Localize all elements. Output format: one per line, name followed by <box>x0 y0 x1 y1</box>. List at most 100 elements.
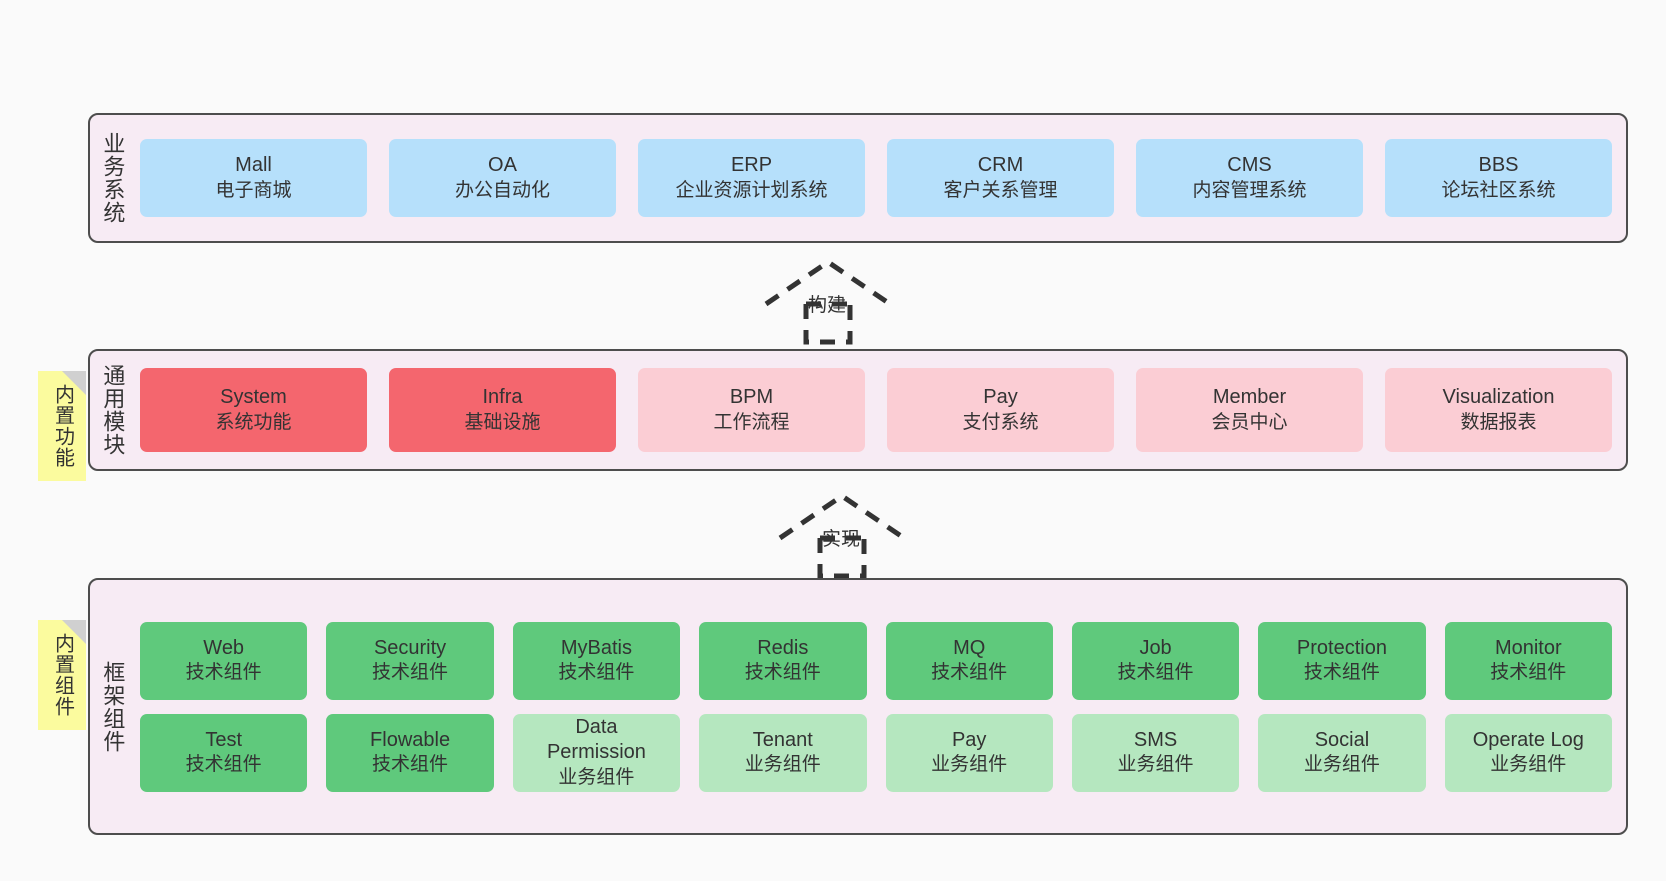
card-security[interactable]: Security 技术组件 <box>326 621 494 700</box>
card-row-framework-business: Test 技术组件 Flowable 技术组件 Data Permission … <box>140 713 1612 792</box>
card-title: Web <box>203 636 245 659</box>
layer-title-common-modules: 通用模块 <box>100 364 126 456</box>
card-subtitle: 技术组件 <box>1117 662 1194 684</box>
card-title: MyBatis <box>560 636 632 659</box>
card-title: Protection <box>1296 636 1387 659</box>
layer-business-system: 业务系统 Mall 电子商城 OA 办公自动化 ERP 企业资源计划系统 CRM <box>88 113 1628 243</box>
card-cms[interactable]: CMS 内容管理系统 <box>1136 139 1363 217</box>
card-title: Pay <box>951 728 987 751</box>
card-title: SMS <box>1133 728 1178 751</box>
card-pay-module[interactable]: Pay 支付系统 <box>887 368 1114 452</box>
card-bpm[interactable]: BPM 工作流程 <box>638 368 865 452</box>
card-title: MQ <box>953 636 986 659</box>
card-title: Tenant <box>752 728 813 751</box>
card-subtitle: 业务组件 <box>744 754 821 776</box>
card-subtitle: 业务组件 <box>558 766 635 788</box>
card-title: Redis <box>757 636 809 659</box>
card-tenant[interactable]: Tenant 业务组件 <box>699 713 867 792</box>
card-job[interactable]: Job 技术组件 <box>1071 621 1240 700</box>
card-subtitle: 办公自动化 <box>454 179 550 201</box>
connector-build-label: 构建 <box>808 295 847 316</box>
card-title: Infra <box>482 386 523 409</box>
layer-framework-components: 框架组件 Web 技术组件 Security 技术组件 MyBatis 技术组件… <box>88 578 1628 835</box>
card-monitor[interactable]: Monitor 技术组件 <box>1444 621 1612 700</box>
card-subtitle: 电子商城 <box>215 179 292 201</box>
card-subtitle: 系统功能 <box>215 411 292 433</box>
card-pay-component[interactable]: Pay 业务组件 <box>885 713 1053 792</box>
card-subtitle: 支付系统 <box>962 411 1039 433</box>
card-flowable[interactable]: Flowable 技术组件 <box>326 713 494 792</box>
card-title: Visualization <box>1442 386 1555 409</box>
card-subtitle: 技术组件 <box>931 662 1008 684</box>
card-subtitle: 工作流程 <box>713 411 790 433</box>
card-test[interactable]: Test 技术组件 <box>140 713 308 792</box>
connector-build: 构建 <box>758 256 898 346</box>
layer-body-business-system: Mall 电子商城 OA 办公自动化 ERP 企业资源计划系统 CRM 客户关系… <box>134 115 1626 241</box>
layer-body-framework-components: Web 技术组件 Security 技术组件 MyBatis 技术组件 Redi… <box>134 580 1626 833</box>
card-subtitle: 数据报表 <box>1460 411 1537 433</box>
card-title: CRM <box>977 154 1024 177</box>
card-erp[interactable]: ERP 企业资源计划系统 <box>638 139 865 217</box>
card-mq[interactable]: MQ 技术组件 <box>885 621 1053 700</box>
card-bbs[interactable]: BBS 论坛社区系统 <box>1385 139 1612 217</box>
card-title: System <box>220 386 287 409</box>
card-title: BPM <box>729 386 774 409</box>
connector-implement: 实现 <box>772 490 912 580</box>
layer-body-common-modules: System 系统功能 Infra 基础设施 BPM 工作流程 Pay 支付系统… <box>134 351 1626 469</box>
card-title: Test <box>205 728 243 751</box>
card-row-framework-tech: Web 技术组件 Security 技术组件 MyBatis 技术组件 Redi… <box>140 621 1612 700</box>
card-mybatis[interactable]: MyBatis 技术组件 <box>512 621 681 700</box>
card-subtitle: 企业资源计划系统 <box>675 179 828 201</box>
card-subtitle: 技术组件 <box>372 754 449 776</box>
card-subtitle: 业务组件 <box>1490 754 1567 776</box>
note-label: 内置功能 <box>51 384 74 468</box>
card-crm[interactable]: CRM 客户关系管理 <box>887 139 1114 217</box>
card-title: BBS <box>1478 154 1519 177</box>
card-subtitle: 技术组件 <box>372 662 449 684</box>
card-system[interactable]: System 系统功能 <box>140 368 367 452</box>
card-title: Pay <box>983 386 1018 409</box>
card-title: Mall <box>235 154 272 177</box>
card-redis[interactable]: Redis 技术组件 <box>699 621 867 700</box>
card-subtitle: 内容管理系统 <box>1192 179 1307 201</box>
card-subtitle: 客户关系管理 <box>943 179 1058 201</box>
card-title: OA <box>488 154 517 177</box>
card-member[interactable]: Member 会员中心 <box>1136 368 1363 452</box>
card-subtitle: 业务组件 <box>931 754 1008 776</box>
card-title: Operate Log <box>1472 728 1584 751</box>
card-title: Member <box>1212 386 1287 409</box>
connector-implement-label: 实现 <box>822 529 861 550</box>
layer-common-modules: 通用模块 System 系统功能 Infra 基础设施 BPM 工作流程 Pay <box>88 349 1628 471</box>
card-mall[interactable]: Mall 电子商城 <box>140 139 367 217</box>
card-subtitle: 技术组件 <box>185 754 262 776</box>
card-title: Job <box>1139 636 1172 659</box>
card-subtitle: 业务组件 <box>1303 754 1380 776</box>
card-row-business: Mall 电子商城 OA 办公自动化 ERP 企业资源计划系统 CRM 客户关系… <box>140 139 1612 217</box>
note-builtin-features: 内置功能 <box>38 371 86 481</box>
card-sms[interactable]: SMS 业务组件 <box>1071 713 1240 792</box>
card-title: Flowable <box>370 728 451 751</box>
card-subtitle: 技术组件 <box>744 662 821 684</box>
card-web[interactable]: Web 技术组件 <box>140 621 308 700</box>
card-title: Social <box>1314 728 1370 751</box>
card-social[interactable]: Social 业务组件 <box>1258 713 1426 792</box>
card-title: Monitor <box>1494 636 1562 659</box>
card-title: CMS <box>1227 154 1272 177</box>
card-visualization[interactable]: Visualization 数据报表 <box>1385 368 1612 452</box>
card-title: Security <box>373 636 447 659</box>
card-oa[interactable]: OA 办公自动化 <box>389 139 616 217</box>
card-infra[interactable]: Infra 基础设施 <box>389 368 616 452</box>
card-subtitle: 会员中心 <box>1211 411 1288 433</box>
card-operate-log[interactable]: Operate Log 业务组件 <box>1444 713 1612 792</box>
card-subtitle: 技术组件 <box>1490 662 1567 684</box>
layer-title-framework-components: 框架组件 <box>100 660 126 753</box>
layer-title-business-system: 业务系统 <box>100 132 126 224</box>
card-subtitle: 技术组件 <box>185 662 262 684</box>
card-subtitle: 技术组件 <box>1303 662 1380 684</box>
card-protection[interactable]: Protection 技术组件 <box>1258 621 1426 700</box>
card-data-permission[interactable]: Data Permission 业务组件 <box>512 713 681 792</box>
card-subtitle: 基础设施 <box>464 411 541 433</box>
card-title: Data Permission <box>546 715 646 764</box>
card-subtitle: 业务组件 <box>1117 754 1194 776</box>
card-subtitle: 技术组件 <box>558 662 635 684</box>
